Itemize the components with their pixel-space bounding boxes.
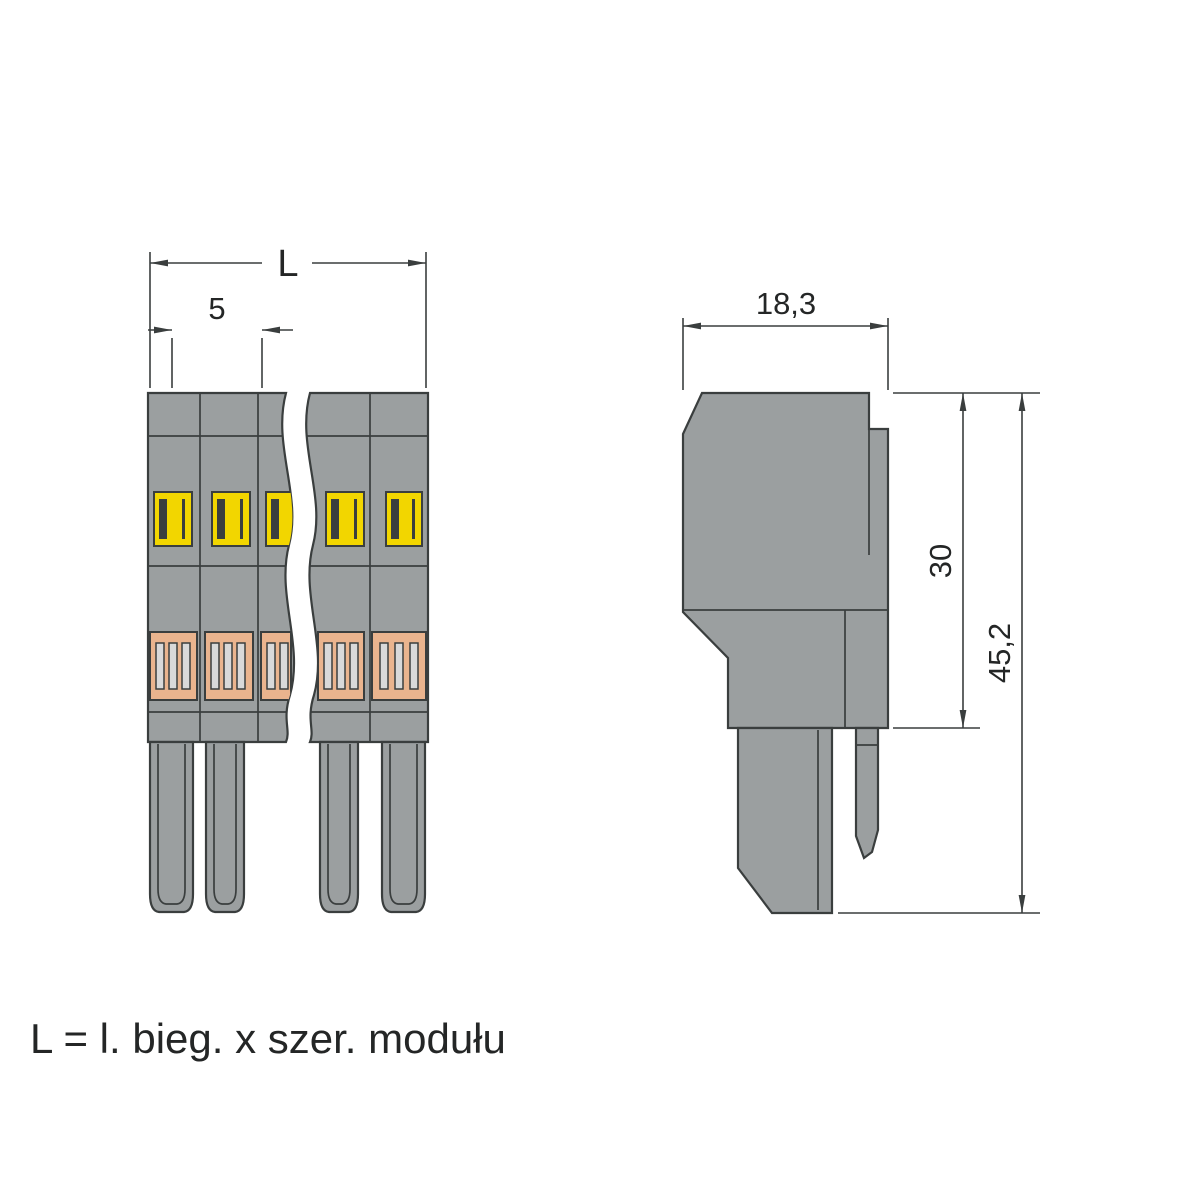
dim-length-label: L <box>277 243 298 285</box>
pin <box>204 740 246 914</box>
dim-pitch: 5 <box>148 291 293 388</box>
side-latch-hook <box>854 726 880 860</box>
dim-width-label: 18,3 <box>756 286 816 321</box>
side-body <box>681 391 890 730</box>
formula-caption: L = l. bieg. x szer. modułu <box>30 1015 506 1062</box>
dim-body-height: 30 <box>893 392 1040 729</box>
dimensions: L 5 18,3 30 45,2 <box>148 243 1040 914</box>
actuator-windows <box>153 491 423 547</box>
pin <box>318 740 360 914</box>
dim-total-height: 45,2 <box>838 393 1040 914</box>
front-pins <box>148 740 427 914</box>
contact-blocks <box>149 631 427 701</box>
front-view <box>146 391 430 914</box>
pin <box>380 740 427 914</box>
front-body-details <box>148 394 428 741</box>
dim-pitch-label: 5 <box>208 291 225 326</box>
side-pin <box>736 726 834 915</box>
dim-width: 18,3 <box>682 286 889 390</box>
dim-length: L <box>149 243 427 388</box>
side-view <box>681 391 890 915</box>
dim-body-height-label: 30 <box>923 544 958 578</box>
pin <box>148 740 195 914</box>
dim-total-height-label: 45,2 <box>982 623 1017 683</box>
